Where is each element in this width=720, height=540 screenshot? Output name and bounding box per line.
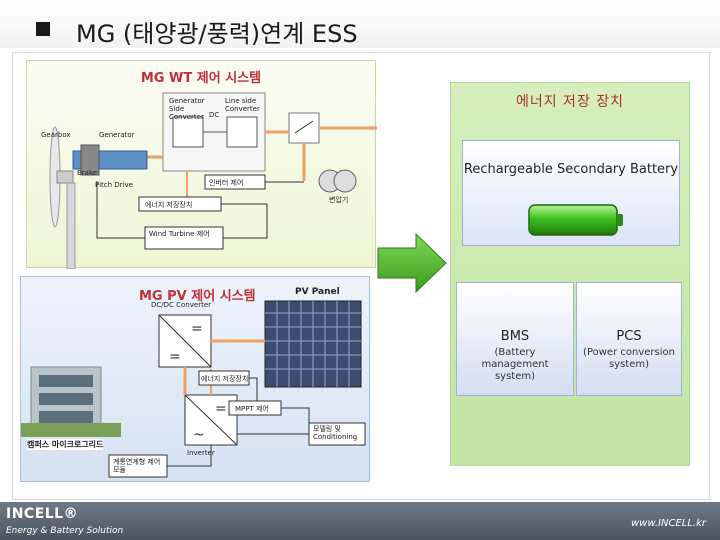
wind-turbine-control-label: Wind Turbine 제어 [149,230,210,238]
battery-box: Rechargeable Secondary Battery [462,140,680,246]
dcdc-converter-label: DC/DC Converter [151,301,212,309]
pcs-box: PCS (Power conversion system) [576,282,682,396]
line-side-converter-label: Line side Converter [225,97,260,113]
wt-diagram-graphic [49,92,377,269]
bms-box: BMS (Battery management system) [456,282,574,396]
pv-diagram-graphic: = = = ~ [21,300,366,478]
svg-text:~: ~ [193,427,205,443]
pv-control-diagram: MG PV 제어 시스템 = = = ~ [20,276,370,482]
footer-tagline: Energy & Battery Solution [6,526,124,536]
wt-diagram-title: MG WT 제어 시스템 [140,71,262,86]
footer-bar [0,502,720,540]
generator-label: Generator [99,131,135,139]
bms-title: BMS [500,329,530,344]
inverter-control-label: 인버터 제어 [209,179,244,187]
battery-icon [528,204,623,236]
page-title: MG (태양광/풍력)연계 ESS [76,20,358,48]
footer-logo: INCELL® [6,506,79,522]
title-bar: MG (태양광/풍력)연계 ESS [0,0,720,48]
svg-text:=: = [215,401,227,417]
generator-side-converter-label: Generator Side Converter [169,97,205,121]
pcs-description: (Power conversion system) [583,347,675,370]
arrow-right-icon [377,232,447,294]
mppt-control-label: MPPT 제어 [235,405,269,413]
pitch-drive-label: Pitch Drive [95,181,133,189]
pcs-title: PCS [616,329,642,344]
gearbox-label: Gearbox [41,131,71,139]
pv-diagram-title: MG PV 제어 시스템 [139,289,256,304]
power-conditioning-label: 모델링 및 Conditioning [313,425,358,441]
dc-label: DC [209,111,220,119]
bms-description: (Battery management system) [481,347,549,382]
svg-text:=: = [169,349,181,365]
battery-label: Rechargeable Secondary Battery [463,162,679,177]
transformer-label: 변압기 [329,196,349,204]
inverter-label: Inverter [187,449,215,457]
pv-panel-label: PV Panel [295,287,340,297]
grid-control-label: 계통연계형 제어 모듈 [113,458,161,474]
campus-microgrid-label: 캠퍼스 마이크로그리드 [27,439,104,450]
pv-energy-storage-label: 에너지 저장장치 [201,375,249,383]
bullet-square-icon [36,22,50,36]
brake-label: Brake [77,169,98,177]
wt-control-diagram: MG WT 제어 시스템 Gearbox Generator [26,60,377,269]
svg-text:=: = [191,321,203,337]
ess-title: 에너지 저장 장치 [515,94,625,110]
footer-url[interactable]: www.INCELL.kr [630,518,706,529]
energy-storage-label: 에너지 저장장치 [145,201,193,209]
